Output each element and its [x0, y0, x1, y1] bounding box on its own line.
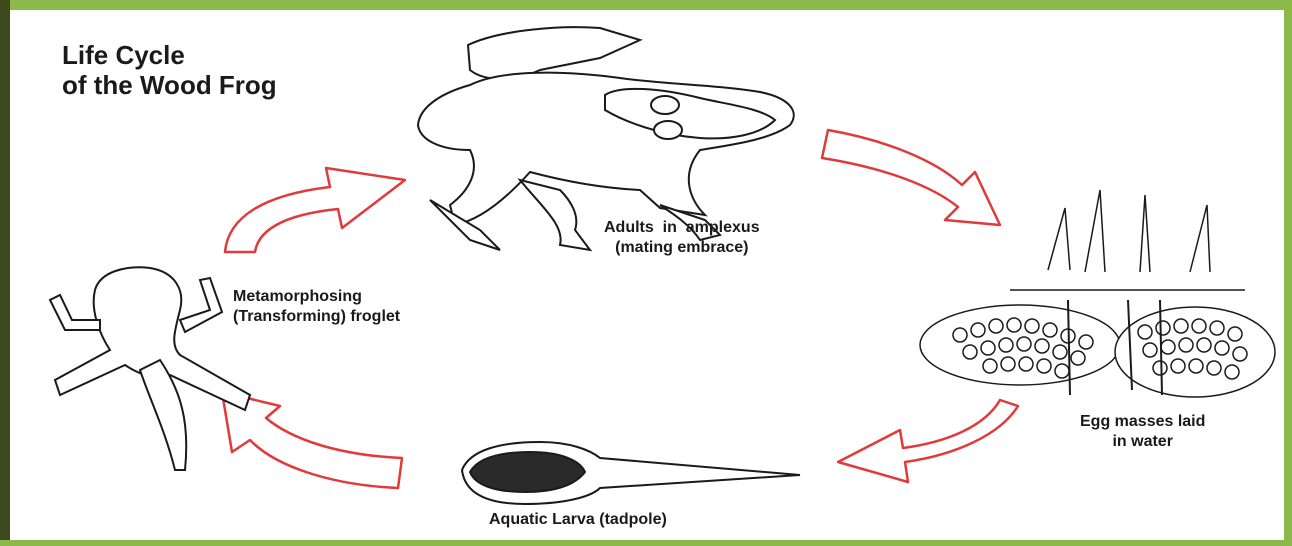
label-larva: Aquatic Larva (tadpole) [489, 510, 667, 530]
label-adults: Adults in amplexus (mating embrace) [604, 218, 760, 258]
label-froglet-line-2: (Transforming) froglet [233, 307, 400, 327]
label-adults-line-2: (mating embrace) [604, 238, 760, 258]
cycle-arrow-froglet-to-adults [225, 168, 405, 252]
tadpole-illustration [462, 442, 800, 504]
label-larva-line-1: Aquatic Larva (tadpole) [489, 510, 667, 530]
cycle-arrow-adults-to-eggs [822, 130, 1000, 225]
froglet-illustration [50, 267, 250, 470]
label-eggs-line-2: in water [1080, 432, 1205, 452]
label-froglet: Metamorphosing (Transforming) froglet [233, 287, 400, 327]
cycle-arrow-eggs-to-larva [838, 400, 1018, 482]
label-froglet-line-1: Metamorphosing [233, 287, 400, 307]
cycle-arrow-larva-to-froglet [222, 392, 402, 488]
label-eggs-line-1: Egg masses laid [1080, 412, 1205, 432]
label-eggs: Egg masses laid in water [1080, 412, 1205, 452]
label-adults-line-1: Adults in amplexus [604, 218, 760, 238]
adult-frogs-illustration [418, 27, 794, 250]
